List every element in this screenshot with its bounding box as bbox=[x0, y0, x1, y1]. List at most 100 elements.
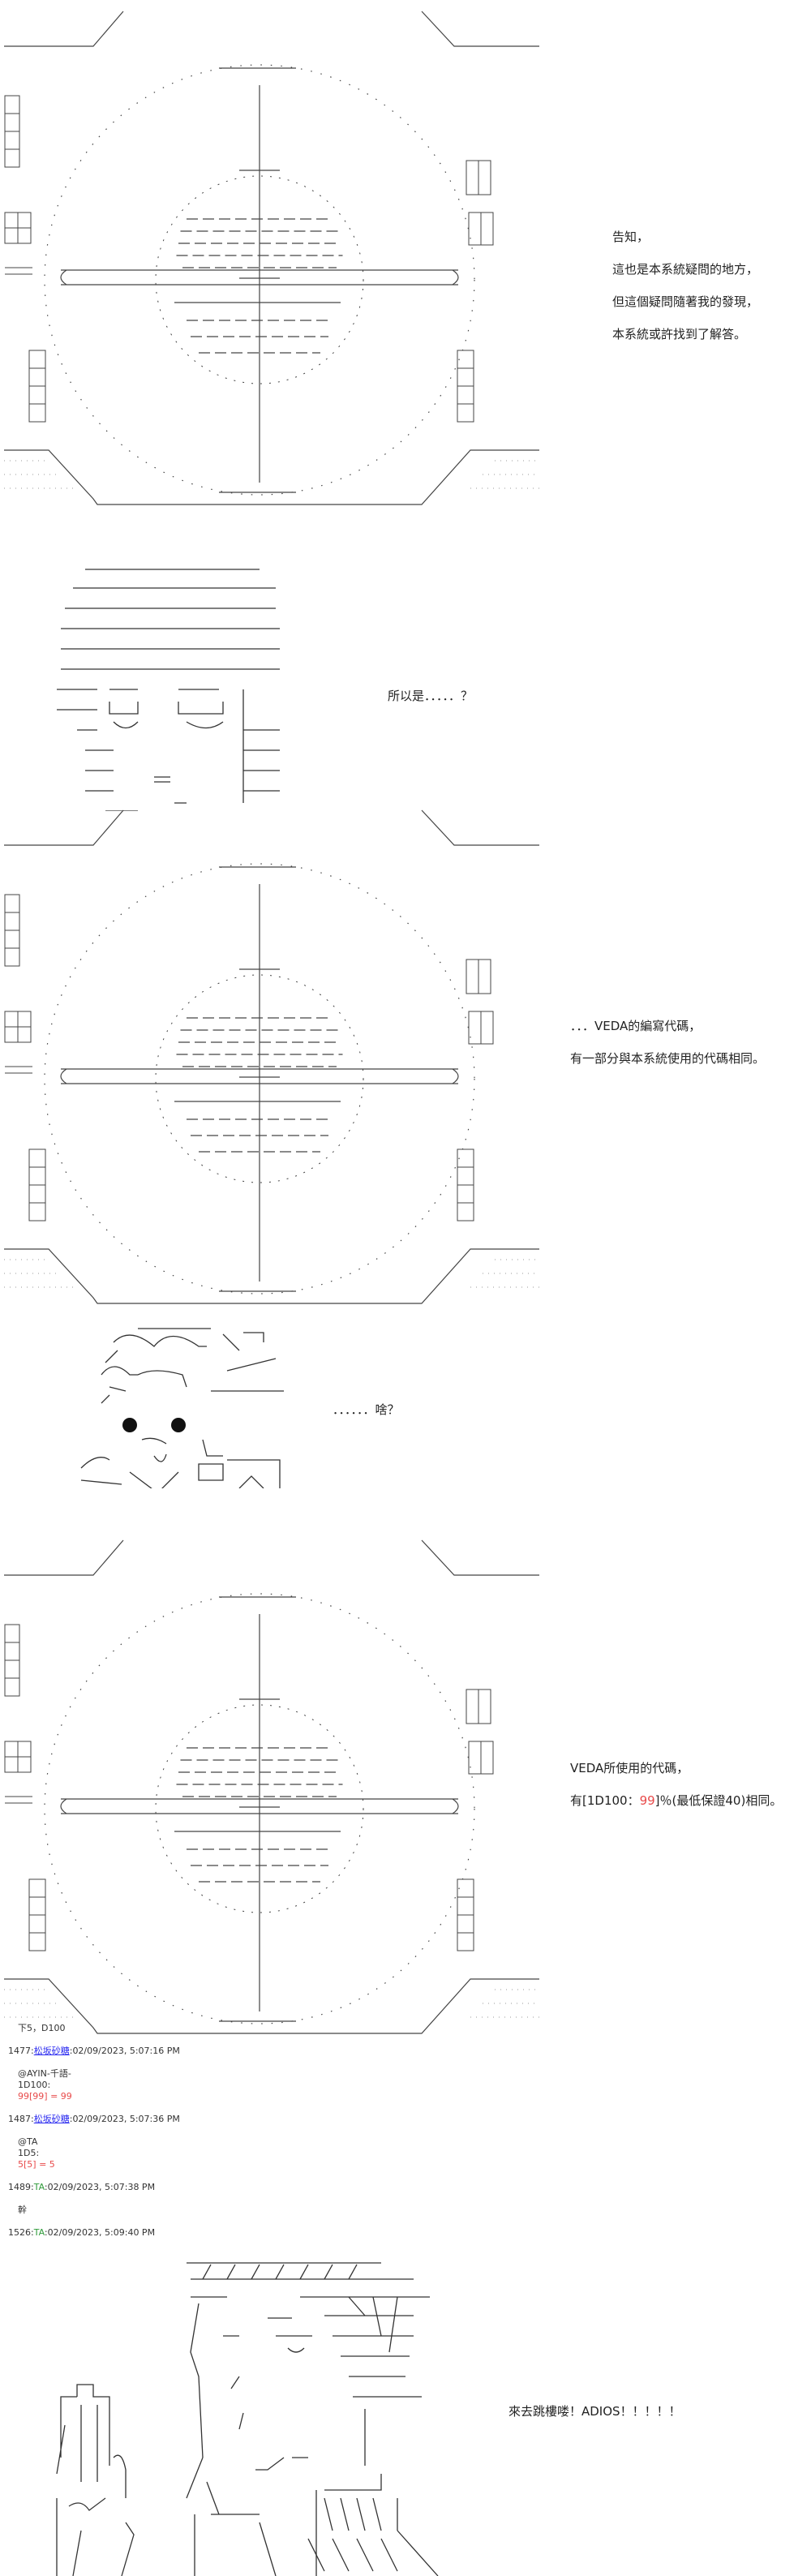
side-gauge-right-lower bbox=[457, 1184, 474, 1204]
post-line: @AYIN-千語- bbox=[18, 2068, 71, 2079]
side-gauge-left-lower bbox=[28, 403, 46, 423]
side-gauge-left-lower bbox=[28, 1184, 46, 1204]
side-gauge-right-lower bbox=[457, 1896, 474, 1916]
side-gauge-left-upper bbox=[4, 95, 20, 114]
neck-and-shoulder bbox=[186, 2409, 439, 2576]
inner-planet-circle bbox=[155, 974, 364, 1183]
poster-name-link[interactable]: 松坂砂糖 bbox=[33, 2046, 70, 2056]
narration-text: ]％(最低保證40)相同。 bbox=[654, 1793, 783, 1808]
inner-planet-circle bbox=[155, 175, 364, 384]
post-time: 02/09/2023, 5:09:40 PM bbox=[47, 2227, 156, 2238]
side-gauge-left-lower bbox=[28, 350, 46, 369]
hair bbox=[101, 1328, 284, 1404]
face-right-edge bbox=[242, 689, 280, 803]
robot-face-art bbox=[57, 569, 280, 811]
dotted-fill-right bbox=[470, 1989, 539, 2018]
dice-log: 下5，D100 1477:松坂砂糖:02/09/2023, 5:07:16 PM… bbox=[8, 2023, 180, 2250]
narration-panel-4: ．．．．．．啥？ bbox=[333, 1393, 400, 1426]
narration-line: 有[1D100：99]％(最低保證40)相同。 bbox=[570, 1784, 782, 1817]
narration-panel-5: VEDA所使用的代碼， 有[1D100：99]％(最低保證40)相同。 bbox=[570, 1752, 782, 1817]
eye-right bbox=[178, 689, 224, 729]
side-gauge-right-lower bbox=[457, 1878, 474, 1898]
narration-line: 來去跳樓喽！ADIOS！！！！！ bbox=[508, 2404, 681, 2419]
inner-planet-circle bbox=[155, 1704, 364, 1913]
narration-line: 本系統或許找到了解答。 bbox=[612, 327, 747, 341]
scope-display-3 bbox=[4, 1539, 539, 2034]
side-gauge-left-lower bbox=[28, 1148, 46, 1168]
narration-line: 這也是本系統疑問的地方， bbox=[612, 262, 759, 277]
log-post: 1487:松坂砂糖:02/09/2023, 5:07:36 PM @TA 1D5… bbox=[8, 2114, 180, 2170]
corner-bracket-bottom bbox=[4, 1248, 539, 1304]
side-gauge-left-lower bbox=[28, 1932, 46, 1951]
circle-tick-marks bbox=[219, 866, 296, 1292]
narration-line: 但這個疑問隨著我的發現， bbox=[612, 294, 759, 309]
corner-bracket-top-left bbox=[4, 11, 124, 47]
side-gauge-right-lower bbox=[457, 1148, 474, 1168]
dice-roll-result: 5[5] = 5 bbox=[18, 2159, 55, 2170]
side-gauge-left-upper bbox=[4, 947, 20, 967]
post-time: 02/09/2023, 5:07:36 PM bbox=[72, 2114, 180, 2124]
side-gauge-left-upper bbox=[4, 912, 20, 931]
poster-name: TA bbox=[33, 2227, 45, 2238]
face-detail bbox=[80, 1437, 281, 1488]
ring-caps bbox=[60, 1068, 459, 1084]
narration-panel-6: 來去跳樓喽！ADIOS！！！！！ bbox=[508, 2395, 681, 2428]
ring-caps bbox=[60, 1798, 459, 1814]
eye-left bbox=[109, 689, 139, 729]
post-number: 1526 bbox=[8, 2227, 31, 2238]
side-gauge-left-upper bbox=[4, 131, 20, 150]
dice-roll-result: 99 bbox=[639, 1793, 655, 1808]
indicator-left bbox=[4, 1741, 32, 1804]
eye-right bbox=[171, 1418, 186, 1432]
dotted-fill-right bbox=[470, 1259, 539, 1288]
narration-line: VEDA所使用的代碼， bbox=[570, 1761, 689, 1775]
log-post: 1489:TA:02/09/2023, 5:07:38 PM 幹 bbox=[8, 2182, 180, 2216]
scope-display-1 bbox=[4, 11, 539, 505]
narration-line: 所以是．．．．．？ bbox=[388, 689, 474, 703]
side-gauge-left-upper bbox=[4, 1624, 20, 1643]
indicator-right bbox=[466, 1689, 494, 1775]
corner-bracket-top-left bbox=[4, 1539, 124, 1576]
poster-name: TA bbox=[33, 2182, 45, 2192]
side-gauge-left-upper bbox=[4, 894, 20, 913]
side-gauge-right-lower bbox=[457, 385, 474, 405]
side-gauge-left-upper bbox=[4, 1642, 20, 1661]
side-gauge-right-lower bbox=[457, 350, 474, 369]
side-gauge-right-lower bbox=[457, 1166, 474, 1186]
corner-bracket-top-right bbox=[421, 1539, 539, 1576]
dotted-fill-left bbox=[4, 1989, 77, 2018]
side-gauge-left-lower bbox=[28, 1914, 46, 1934]
poster-name-link[interactable]: 松坂砂糖 bbox=[33, 2114, 70, 2124]
post-line: @TA bbox=[18, 2136, 38, 2147]
side-gauge-left-lower bbox=[28, 385, 46, 405]
log-post: 1477:松坂砂糖:02/09/2023, 5:07:16 PM @AYIN-千… bbox=[8, 2046, 180, 2102]
dotted-fill-left bbox=[4, 1259, 77, 1288]
farewell-character-art bbox=[56, 2262, 439, 2576]
side-gauge-left-upper bbox=[4, 930, 20, 949]
corner-bracket-top-right bbox=[421, 11, 539, 47]
eye-left bbox=[122, 1418, 137, 1432]
dotted-fill-left bbox=[4, 460, 77, 489]
post-number: 1477 bbox=[8, 2046, 31, 2056]
post-number: 1487 bbox=[8, 2114, 31, 2124]
outer-dotted-circle bbox=[44, 64, 475, 496]
narration-line: ．．．VEDA的編寫代碼， bbox=[570, 1019, 702, 1033]
post-line: 1D5: bbox=[18, 2148, 40, 2158]
post-line: 1D100: bbox=[18, 2080, 51, 2090]
narration-panel-3: ．．．VEDA的編寫代碼， 有一部分與本系統使用的代碼相同。 bbox=[570, 1010, 765, 1075]
surprised-character-art bbox=[80, 1328, 284, 1488]
mouth bbox=[154, 776, 187, 804]
circle-tick-marks bbox=[219, 1596, 296, 2022]
side-gauge-left-lower bbox=[28, 1878, 46, 1898]
side-gauge-left-lower bbox=[28, 367, 46, 387]
ring-caps bbox=[60, 269, 459, 286]
side-gauge-right-lower bbox=[457, 1932, 474, 1951]
narration-line: 告知， bbox=[612, 230, 650, 244]
side-gauge-left-lower bbox=[28, 1202, 46, 1221]
side-gauge-right-lower bbox=[457, 367, 474, 387]
side-gauge-left-lower bbox=[28, 1896, 46, 1916]
side-gauge-right-lower bbox=[457, 1202, 474, 1221]
narration-line: 有一部分與本系統使用的代碼相同。 bbox=[570, 1051, 766, 1066]
log-header: 下5，D100 bbox=[18, 2023, 66, 2033]
corner-bracket-top-right bbox=[421, 809, 539, 846]
